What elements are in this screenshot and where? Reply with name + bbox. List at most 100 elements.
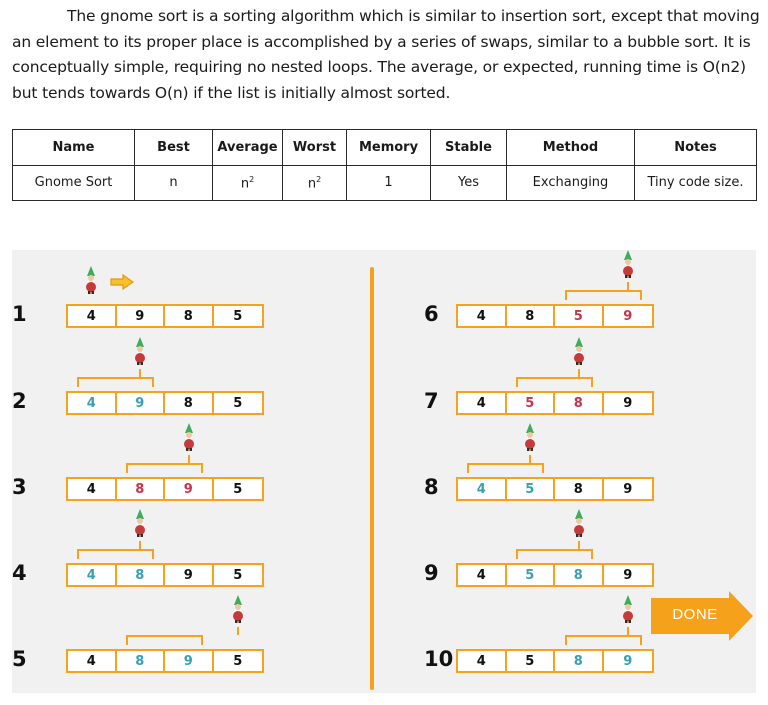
- array-cell: 4: [68, 565, 117, 585]
- gnome-icon: [183, 423, 194, 451]
- gnome-pointer: [187, 455, 190, 463]
- array-cell: 8: [117, 651, 165, 671]
- array-cell: 4: [458, 565, 507, 585]
- array-cell: 8: [555, 651, 604, 671]
- cell-name: Gnome Sort: [12, 164, 135, 201]
- intro-paragraph: The gnome sort is a sorting algorithm wh…: [12, 4, 760, 106]
- header-best: Best: [134, 129, 213, 166]
- compare-bracket: [76, 549, 154, 559]
- gnome-icon: [573, 509, 584, 537]
- gnome-icon: [134, 509, 145, 537]
- cell-stable: Yes: [430, 164, 507, 201]
- gnome-pointer: [138, 541, 141, 549]
- array-cell: 5: [507, 393, 555, 413]
- gnome-icon: [134, 337, 145, 365]
- array-cell: 5: [507, 479, 555, 499]
- header-name: Name: [12, 129, 135, 166]
- gnome-pointer: [236, 627, 239, 635]
- header-worst: Worst: [282, 129, 347, 166]
- array-cell: 9: [165, 565, 214, 585]
- array-cell: 4: [68, 306, 117, 326]
- array-cell: 8: [165, 306, 214, 326]
- header-notes: Notes: [634, 129, 757, 166]
- step-number: 5: [12, 647, 27, 671]
- gnome-pointer: [626, 282, 629, 290]
- step-number: 9: [424, 561, 439, 585]
- cell-notes: Tiny code size.: [634, 164, 757, 201]
- step-number: 6: [424, 302, 439, 326]
- header-method: Method: [506, 129, 635, 166]
- array-cell: 4: [68, 479, 117, 499]
- cell-memory: 1: [346, 164, 431, 201]
- array-cell: 8: [117, 565, 165, 585]
- gnome-pointer: [138, 369, 141, 377]
- gnome-icon: [524, 423, 535, 451]
- cell-worst: n2: [282, 164, 347, 201]
- array-cell: 9: [117, 393, 165, 413]
- gnome-pointer: [528, 455, 531, 463]
- array-cell: 9: [623, 653, 633, 669]
- array-cell: 9: [623, 308, 633, 324]
- compare-bracket: [564, 635, 642, 645]
- array-cell: 8: [507, 306, 555, 326]
- header-stable: Stable: [430, 129, 507, 166]
- complexity-table: Name Best Average Worst Memory Stable Me…: [12, 129, 757, 201]
- array-cell: 4: [68, 393, 117, 413]
- gnome-icon: [85, 266, 96, 294]
- array-cell: 5: [555, 306, 604, 326]
- array-cell: 9: [623, 567, 633, 583]
- compare-bracket: [76, 377, 154, 387]
- array-cell: 8: [555, 479, 604, 499]
- arrow-right-icon: [110, 274, 134, 290]
- step-number: 7: [424, 389, 439, 413]
- gnome-icon: [622, 595, 633, 623]
- compare-bracket: [125, 635, 203, 645]
- array-cell: 9: [623, 481, 633, 497]
- table-row: Gnome Sort n n2 n2 1 Yes Exchanging Tiny…: [12, 164, 757, 201]
- array-cell: 4: [458, 651, 507, 671]
- array-cell: 8: [165, 393, 214, 413]
- step-number: 1: [12, 302, 27, 326]
- array-cell: 9: [623, 395, 633, 411]
- array-cell: 4: [68, 651, 117, 671]
- cell-average: n2: [212, 164, 283, 201]
- cell-best: n: [134, 164, 213, 201]
- array-cell: 5: [233, 567, 243, 583]
- cell-method: Exchanging: [506, 164, 635, 201]
- step-number: 4: [12, 561, 27, 585]
- array-cell: 4: [458, 393, 507, 413]
- compare-bracket: [466, 463, 544, 473]
- array-cell: 9: [165, 479, 214, 499]
- table-header-row: Name Best Average Worst Memory Stable Me…: [12, 129, 757, 166]
- compare-bracket: [125, 463, 203, 473]
- gnome-pointer: [577, 369, 580, 377]
- step-number: 3: [12, 475, 27, 499]
- array-cell: 8: [555, 565, 604, 585]
- step-number: 8: [424, 475, 439, 499]
- gnome-pointer: [577, 541, 580, 549]
- compare-bracket: [515, 377, 593, 387]
- array-cell: 5: [233, 308, 243, 324]
- step-number: 10: [424, 647, 454, 671]
- array-cell: 5: [233, 395, 243, 411]
- array-cell: 5: [507, 565, 555, 585]
- gnome-icon: [622, 250, 633, 278]
- array-cell: 5: [233, 481, 243, 497]
- array-cell: 8: [117, 479, 165, 499]
- array-cell: 5: [233, 653, 243, 669]
- gnome-pointer: [626, 627, 629, 635]
- header-memory: Memory: [346, 129, 431, 166]
- step-number: 2: [12, 389, 27, 413]
- array-cell: 9: [117, 306, 165, 326]
- header-average: Average: [212, 129, 283, 166]
- array-cell: 5: [507, 651, 555, 671]
